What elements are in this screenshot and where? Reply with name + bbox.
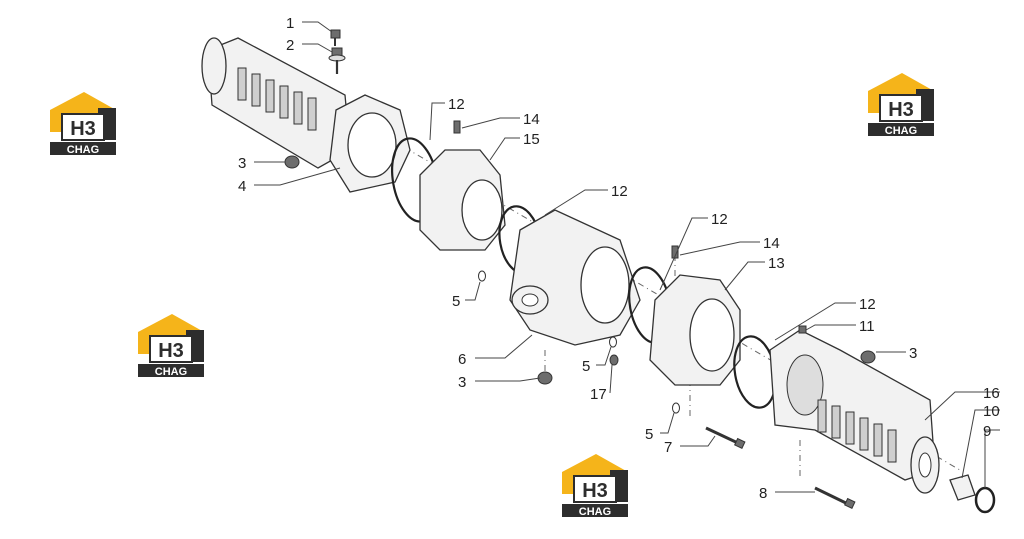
- callout-label: 5: [452, 293, 460, 310]
- callout-label: 12: [859, 296, 876, 313]
- callout-label: 10: [983, 403, 1000, 420]
- callout-label: 14: [763, 235, 780, 252]
- callout-label: 12: [711, 211, 728, 228]
- logo-mark: H3: [158, 340, 184, 362]
- washer-5: [672, 402, 680, 414]
- callout-label: 3: [458, 374, 466, 391]
- callout-label: 6: [458, 351, 466, 368]
- long-bolt: [814, 486, 856, 509]
- callout-label: 15: [523, 131, 540, 148]
- right-axle-housing: [769, 325, 940, 494]
- callout-label: 11: [859, 318, 875, 335]
- leader-lines: [254, 21, 1000, 493]
- logo-caption: CHAG: [885, 125, 917, 137]
- callout-label: 4: [238, 178, 246, 195]
- callout-label: 16: [983, 385, 1000, 402]
- callout-label: 5: [645, 426, 653, 443]
- logo-caption: CHAG: [155, 366, 187, 378]
- carrier-housing-right: [609, 245, 741, 414]
- seal-ring: [974, 486, 996, 514]
- logo-mark: H3: [70, 118, 96, 140]
- logo-caption: CHAG: [67, 144, 99, 156]
- logo-badge: H3 CHAG: [50, 92, 116, 156]
- callout-label: 5: [582, 358, 590, 375]
- differential-housing: [478, 209, 641, 385]
- callout-label: 17: [590, 386, 607, 403]
- callout-label: 12: [611, 183, 628, 200]
- left-axle-housing: [201, 37, 411, 193]
- plug-3a: [284, 155, 300, 169]
- logo-badge: H3 CHAG: [562, 454, 628, 518]
- bushing: [949, 474, 976, 501]
- logo-caption: CHAG: [579, 506, 611, 518]
- washer-5: [609, 336, 617, 348]
- callout-label: 7: [664, 439, 672, 456]
- callout-label: 8: [759, 485, 767, 502]
- long-bolt: [705, 426, 746, 449]
- callout-label: 2: [286, 37, 294, 54]
- callout-label: 9: [983, 423, 991, 440]
- washer-5: [478, 270, 486, 282]
- hex-bolt: [330, 29, 341, 46]
- logo-badge: H3 CHAG: [868, 73, 934, 137]
- logo-mark: H3: [582, 480, 608, 502]
- callout-label: 12: [448, 96, 465, 113]
- callout-labels: 1 2 3 4 12 14 15 12 5 6 3 12 14 13 5 17 …: [238, 15, 1000, 502]
- logo-mark: H3: [888, 99, 914, 121]
- callout-label: 13: [768, 255, 785, 272]
- callout-label: 3: [909, 345, 917, 362]
- callout-label: 14: [523, 111, 540, 128]
- callout-label: 3: [238, 155, 246, 172]
- callout-label: 1: [286, 15, 294, 32]
- carrier-housing: [419, 120, 506, 251]
- logo-badge: H3 CHAG: [138, 314, 204, 378]
